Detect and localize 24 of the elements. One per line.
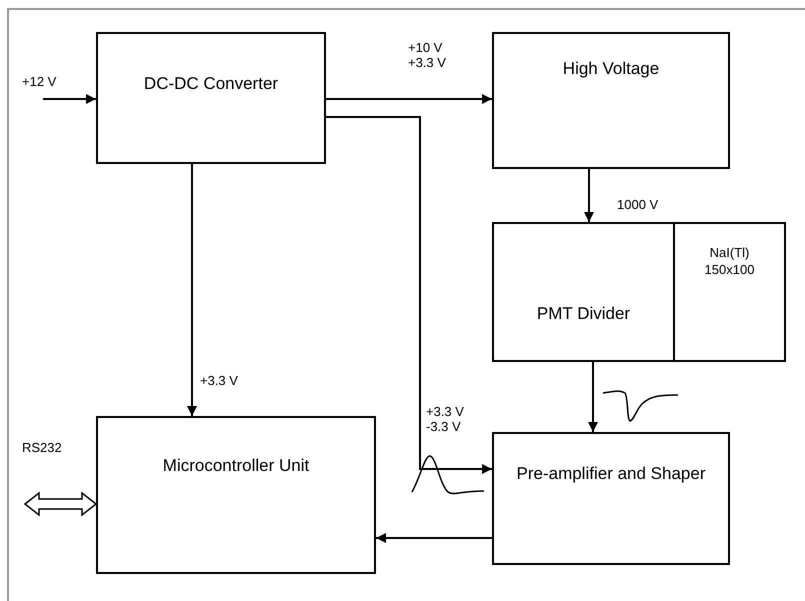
- edge-label: 1000 V: [617, 197, 658, 212]
- edge-label: +3.3 V: [200, 373, 238, 388]
- arrow: [584, 169, 594, 222]
- arrow: [326, 94, 492, 104]
- arrow: [326, 116, 492, 474]
- block-box: [96, 32, 326, 164]
- block-label: High Voltage: [562, 59, 660, 79]
- arrow: [588, 362, 598, 432]
- block-box: [492, 32, 730, 169]
- block-box: [492, 432, 730, 565]
- arrow: [376, 533, 492, 543]
- block-box: [673, 222, 786, 362]
- arrow: [187, 164, 197, 416]
- edge-label: +12 V: [22, 74, 56, 89]
- arrow: [43, 94, 96, 104]
- edge-label: RS232: [22, 440, 62, 455]
- block-box: [96, 416, 376, 574]
- block-box: [492, 222, 675, 362]
- block-label: PMT Divider: [536, 304, 630, 324]
- block-label: DC-DC Converter: [144, 74, 278, 94]
- block-label: NaI(Tl) 150x100: [704, 244, 756, 278]
- bidirectional-block-arrow: [24, 491, 98, 517]
- block-label: Microcontroller Unit: [162, 456, 310, 476]
- block-label: Pre-amplifier and Shaper: [516, 464, 706, 484]
